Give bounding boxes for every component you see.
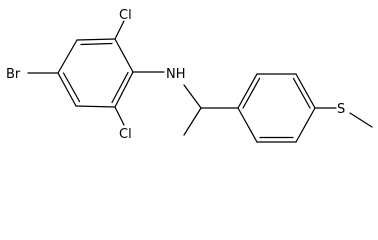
atom-label-br: Br: [6, 67, 21, 82]
bond-c5-c6: [57, 72, 77, 107]
atom-label-cl-top: Cl: [119, 8, 132, 23]
bond-c2-cl-top: [114, 20, 125, 40]
bond-c1-c2: [76, 38, 116, 41]
atom-label-nh: NH: [166, 67, 186, 82]
bond-r3-r4: [295, 73, 316, 109]
bond-c4-cl-bottom: [114, 106, 125, 126]
bond-r4-r5: [295, 107, 316, 143]
bond-c3-c4: [114, 71, 134, 108]
bond-c3-c4-inner: [111, 71, 129, 104]
bond-s-methyl: [349, 112, 373, 128]
atom-label-s: S: [337, 102, 345, 117]
atom-label-cl-bottom: Cl: [119, 127, 132, 142]
bond-r6-r1: [237, 107, 258, 143]
bond-r1-r2: [237, 73, 258, 109]
molecule-canvas: Cl Cl Br NH S: [6, 8, 373, 143]
structure-diagram: Cl Cl Br NH S: [6, 8, 373, 143]
bond-c1-c2-inner: [80, 42, 113, 46]
bond-c6-c1: [57, 39, 78, 74]
bond-c5-c6-inner: [62, 72, 81, 103]
bond-c2-c3: [114, 38, 134, 73]
right-benzene-ring: [237, 73, 316, 143]
bond-nh-ch: [183, 84, 202, 109]
bond-r3-r4-inner: [292, 77, 311, 109]
bond-r1-r2-inner: [242, 77, 261, 109]
bond-c4-c5: [75, 105, 116, 108]
bond-ch-methyl: [183, 107, 202, 136]
left-benzene-ring: [57, 38, 134, 108]
